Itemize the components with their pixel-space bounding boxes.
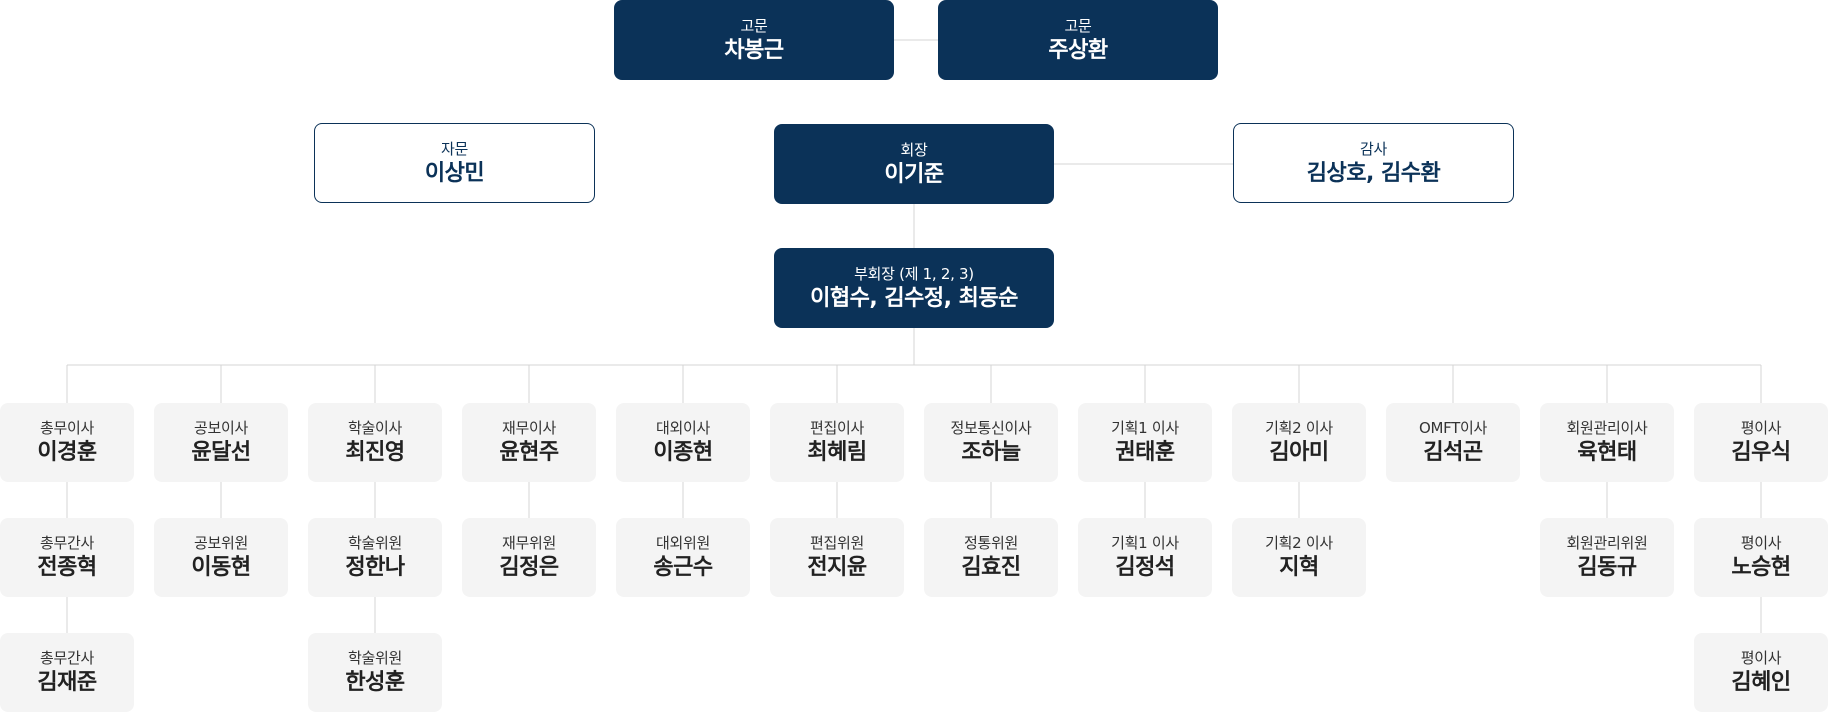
member-name: 김석곤 bbox=[1423, 440, 1483, 465]
member-name: 김재준 bbox=[37, 670, 97, 695]
member-name: 지혁 bbox=[1279, 555, 1319, 580]
auditor-box: 감사 김상호, 김수환 bbox=[1233, 123, 1514, 203]
member-name: 김정은 bbox=[499, 555, 559, 580]
member-role: 정통위원 bbox=[963, 534, 1018, 552]
consultant-box: 자문 이상민 bbox=[314, 123, 595, 203]
member-role: 편집위원 bbox=[809, 534, 864, 552]
vice-president-box: 부회장 (제 1, 2, 3) 이협수, 김수정, 최동순 bbox=[774, 248, 1054, 328]
member-name: 이종현 bbox=[653, 440, 713, 465]
president-name: 이기준 bbox=[884, 161, 944, 187]
member-role: 학술위원 bbox=[347, 534, 402, 552]
vice-president-names: 이협수, 김수정, 최동순 bbox=[810, 285, 1018, 311]
member-name: 김효진 bbox=[961, 555, 1021, 580]
member-name: 김정석 bbox=[1115, 555, 1175, 580]
member-role: 평이사 bbox=[1740, 534, 1782, 552]
member-role: 재무이사 bbox=[501, 419, 556, 437]
member-name: 전종혁 bbox=[37, 555, 97, 580]
consultant-role: 자문 bbox=[440, 139, 468, 158]
consultant-name: 이상민 bbox=[424, 160, 485, 186]
member-role: 대외위원 bbox=[655, 534, 710, 552]
member-role: 공보이사 bbox=[193, 419, 248, 437]
advisor-box-2: 고문 주상환 bbox=[938, 0, 1218, 80]
member-name: 권태훈 bbox=[1115, 440, 1175, 465]
member-role: 학술위원 bbox=[347, 649, 402, 667]
member-name: 육현태 bbox=[1577, 440, 1637, 465]
advisor-box-1: 고문 차봉근 bbox=[614, 0, 894, 80]
advisor-2-name: 주상환 bbox=[1048, 37, 1108, 63]
member-name: 송근수 bbox=[653, 555, 713, 580]
member-role: 총무간사 bbox=[39, 649, 94, 667]
member-role: 총무간사 bbox=[39, 534, 94, 552]
member-role: 기획2 이사 bbox=[1265, 534, 1333, 552]
member-role: 기획2 이사 bbox=[1265, 419, 1333, 437]
member-role: 기획1 이사 bbox=[1111, 534, 1179, 552]
member-name: 정한나 bbox=[345, 555, 405, 580]
member-role: 평이사 bbox=[1740, 649, 1782, 667]
member-role: 학술이사 bbox=[347, 419, 402, 437]
member-role: 기획1 이사 bbox=[1111, 419, 1179, 437]
member-role: 편집이사 bbox=[809, 419, 864, 437]
member-role: OMFT이사 bbox=[1418, 419, 1488, 437]
member-name: 윤달선 bbox=[191, 440, 251, 465]
advisor-1-role: 고문 bbox=[740, 16, 768, 35]
member-name: 전지윤 bbox=[807, 555, 867, 580]
member-name: 노승현 bbox=[1731, 555, 1791, 580]
member-name: 김혜인 bbox=[1731, 670, 1791, 695]
member-name: 조하늘 bbox=[961, 440, 1021, 465]
member-role: 대외이사 bbox=[655, 419, 710, 437]
member-role: 정보통신이사 bbox=[950, 419, 1032, 437]
advisor-1-name: 차봉근 bbox=[724, 37, 784, 63]
member-name: 최혜림 bbox=[807, 440, 867, 465]
member-name: 김아미 bbox=[1269, 440, 1329, 465]
member-name: 김우식 bbox=[1731, 440, 1791, 465]
member-role: 총무이사 bbox=[39, 419, 94, 437]
member-role: 재무위원 bbox=[501, 534, 556, 552]
member-role: 평이사 bbox=[1740, 419, 1782, 437]
president-box: 회장 이기준 bbox=[774, 124, 1054, 204]
member-name: 한성훈 bbox=[345, 670, 405, 695]
member-role: 공보위원 bbox=[193, 534, 248, 552]
member-role: 회원관리위원 bbox=[1566, 534, 1648, 552]
member-name: 이동현 bbox=[191, 555, 251, 580]
president-role: 회장 bbox=[900, 140, 928, 159]
member-name: 김동규 bbox=[1577, 555, 1637, 580]
member-name: 윤현주 bbox=[499, 440, 559, 465]
advisor-2-role: 고문 bbox=[1064, 16, 1092, 35]
auditor-name: 김상호, 김수환 bbox=[1306, 160, 1441, 186]
vice-president-role: 부회장 (제 1, 2, 3) bbox=[854, 264, 974, 283]
auditor-role: 감사 bbox=[1359, 139, 1387, 158]
member-name: 이경훈 bbox=[37, 440, 97, 465]
member-role: 회원관리이사 bbox=[1566, 419, 1648, 437]
member-name: 최진영 bbox=[345, 440, 405, 465]
